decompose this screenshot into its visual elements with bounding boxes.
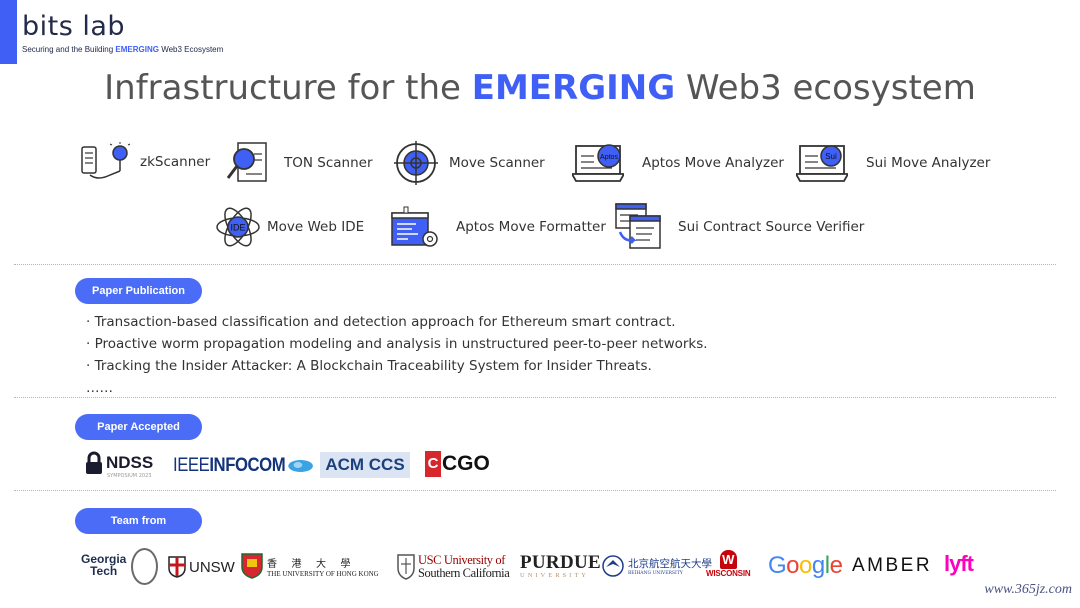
paper-list: · Transaction-based classification and d… [86,311,708,399]
section-divider [14,397,1056,398]
paper-item: · Transaction-based classification and d… [86,314,676,330]
hku-crest-icon [241,553,263,579]
google-letter: l [824,552,830,579]
georgia-tech-logo: Georgia Tech [81,552,127,578]
paper-list-ellipsis: …… [86,380,113,396]
brand-logo: bits lab Securing and the Building EMERG… [22,11,224,55]
crosshair-target-icon [394,141,438,185]
laptop-sui-icon: Sui [796,145,848,182]
amber-logo: AMBER [852,555,933,576]
crest-shield-icon [168,556,186,578]
unsw-logo: UNSW [168,556,235,578]
usc-logo: USC University of Southern California [397,554,510,580]
padlock-icon [86,451,102,474]
hku-logo: 香 港 大 學 THE UNIVERSITY OF HONG KONG [241,553,379,579]
watermark: www.365jz.com [984,582,1072,597]
google-letter: o [799,552,812,579]
google-letter: G [768,552,787,579]
code-window-gear-icon [391,206,438,247]
tool-sui-move-analyzer[interactable]: Sui Sui Move Analyzer [796,142,990,184]
lyft-logo: lyft [944,551,974,576]
svg-text:Aptos: Aptos [600,154,618,161]
section-label-paper-accepted: Paper Accepted [75,414,202,440]
google-letter: g [811,552,825,579]
svg-text:IDE: IDE [230,223,245,233]
tool-aptos-move-analyzer[interactable]: Aptos Aptos Move Analyzer [572,142,784,184]
section-label-paper-publication: Paper Publication [75,278,202,304]
google-letter: e [829,552,843,579]
buaa-emblem-icon [602,555,624,577]
google-letter: o [786,552,800,579]
usc-seal-icon [397,554,415,580]
paper-item: · Tracking the Insider Attacker: A Block… [86,358,652,374]
ndss-logo: NDSS SYMPOSIUM 2023 [85,451,153,479]
georgia-tech-seal-icon [131,548,158,585]
document-magnifier-icon [226,142,267,182]
atom-ide-icon: IDE [216,207,260,247]
tool-ton-scanner[interactable]: TON Scanner [224,140,373,186]
page-title: Infrastructure for the EMERGING Web3 eco… [104,68,976,108]
svg-text:Sui: Sui [825,152,837,161]
globe-map-icon [287,460,313,472]
brand-tagline: Securing and the Building EMERGING Web3 … [22,45,224,54]
section-divider [14,490,1056,491]
tool-move-web-ide[interactable]: IDE Move Web IDE [215,204,364,250]
wisconsin-logo: W WISCONSIN [706,550,751,578]
source-verifier-windows-icon [615,203,661,249]
buaa-logo: 北京航空航天大學 BEIHANG UNIVERSITY [602,555,712,577]
laptop-aptos-icon: Aptos [572,144,624,182]
acm-ccs-logo: ACM CCS [320,452,410,478]
tool-aptos-move-formatter[interactable]: Aptos Move Formatter [390,205,606,249]
tool-sui-contract-source-verifier[interactable]: Sui Contract Source Verifier [614,202,864,252]
purdue-logo: PURDUE UNIVERSITY [520,552,601,579]
brand-accent-bar [0,0,17,64]
scanner-device-icon [81,142,131,179]
paper-item: · Proactive worm propagation modeling an… [86,336,708,352]
tool-zkscanner[interactable]: zkScanner [78,141,210,183]
section-divider [14,264,1056,265]
tool-move-scanner[interactable]: Move Scanner [394,141,545,185]
section-label-team-from: Team from [75,508,202,534]
brand-name: bits lab [22,11,126,42]
